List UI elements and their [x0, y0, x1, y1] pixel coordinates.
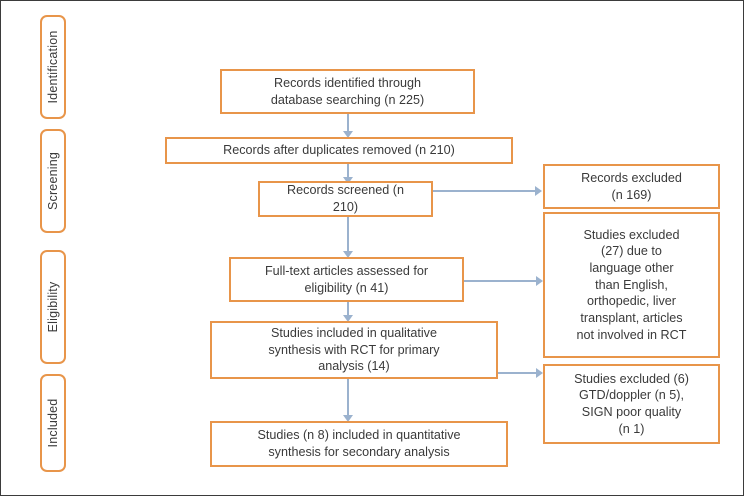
node-records-identified: Records identified through database sear… [220, 69, 475, 114]
arrow-fulltext-to-qualitative [343, 315, 353, 322]
node-fulltext-assessed-line1: Full-text articles assessed for [264, 263, 429, 278]
stage-eligibility-label: Eligibility [46, 281, 60, 333]
arrow-screened-to-fulltext [343, 251, 353, 258]
connector-fulltext-to-qualitative [347, 302, 349, 318]
node-qualitative-synthesis-line1: Studies included in qualitative [271, 326, 437, 341]
stage-included: Included [40, 374, 66, 472]
node-records-screened: Records screened (n 210) [258, 181, 433, 217]
node-studies-excluded-language-line1: Studies excluded [583, 227, 680, 242]
arrow-qualitative-to-quantitative [343, 415, 353, 422]
arrow-screened-to-excluded [535, 186, 542, 196]
connector-duplicates-to-screened [347, 164, 349, 179]
node-records-excluded: Records excluded (n 169) [543, 164, 720, 209]
stage-screening: Screening [40, 129, 66, 233]
node-studies-excluded-gtd: Studies excluded (6) GTD/doppler (n 5), … [543, 364, 720, 444]
stage-eligibility: Eligibility [40, 250, 66, 364]
node-studies-excluded-language-line4: than English, [595, 277, 668, 292]
node-records-excluded-line1: Records excluded [581, 170, 682, 185]
arrow-qualitative-to-excluded-gtd [536, 368, 543, 378]
node-studies-excluded-gtd-line4: (n 1) [618, 421, 645, 436]
node-fulltext-assessed: Full-text articles assessed for eligibil… [229, 257, 464, 302]
connector-qualitative-to-quantitative [347, 371, 349, 417]
stage-identification: Identification [40, 15, 66, 119]
stage-included-label: Included [46, 398, 60, 448]
node-records-after-duplicates-line1: Records after duplicates removed (n 210) [223, 143, 455, 158]
node-studies-excluded-language-line7: not involved in RCT [576, 327, 687, 342]
node-records-identified-line2: database searching (n 225) [270, 92, 425, 107]
node-records-excluded-line2: (n 169) [611, 187, 652, 202]
stage-screening-label: Screening [46, 151, 60, 211]
node-studies-excluded-language-line2: (27) due to [601, 244, 662, 259]
node-studies-excluded-language-line3: language other [589, 261, 674, 276]
stage-identification-label: Identification [46, 30, 60, 104]
arrow-fulltext-to-excluded-language [536, 276, 543, 286]
connector-screened-to-fulltext [347, 217, 349, 253]
node-records-screened-line1: Records screened (n [287, 183, 404, 198]
node-studies-excluded-language-line6: transplant, articles [580, 310, 683, 325]
node-quantitative-synthesis-line1: Studies (n 8) included in quantitative [257, 428, 461, 443]
node-quantitative-synthesis: Studies (n 8) included in quantitative s… [210, 421, 508, 467]
node-records-after-duplicates: Records after duplicates removed (n 210) [165, 137, 513, 164]
node-quantitative-synthesis-line2: synthesis for secondary analysis [268, 445, 450, 459]
node-studies-excluded-language-line5: orthopedic, liver [587, 294, 676, 309]
node-studies-excluded-gtd-line2: GTD/doppler (n 5), [579, 388, 684, 403]
node-qualitative-synthesis-line2: synthesis with RCT for primary [268, 342, 440, 357]
node-records-screened-line2: 210) [332, 200, 359, 214]
node-studies-excluded-gtd-line1: Studies excluded (6) [574, 371, 689, 386]
node-fulltext-assessed-line2: eligibility (n 41) [304, 280, 389, 295]
arrow-identified-to-duplicates [343, 131, 353, 138]
node-qualitative-synthesis: Studies included in qualitative synthesi… [210, 321, 498, 379]
connector-identified-to-duplicates [347, 114, 349, 133]
arrow-duplicates-to-screened [343, 177, 353, 184]
node-records-identified-line1: Records identified through [273, 75, 422, 90]
node-studies-excluded-gtd-line3: SIGN poor quality [581, 405, 682, 419]
node-studies-excluded-language: Studies excluded (27) due to language ot… [543, 212, 720, 358]
connector-screened-to-excluded [433, 190, 537, 192]
connector-qualitative-to-excluded-gtd [498, 372, 538, 374]
node-qualitative-synthesis-line3: analysis (14) [318, 359, 390, 374]
connector-fulltext-to-excluded-language [464, 280, 538, 282]
